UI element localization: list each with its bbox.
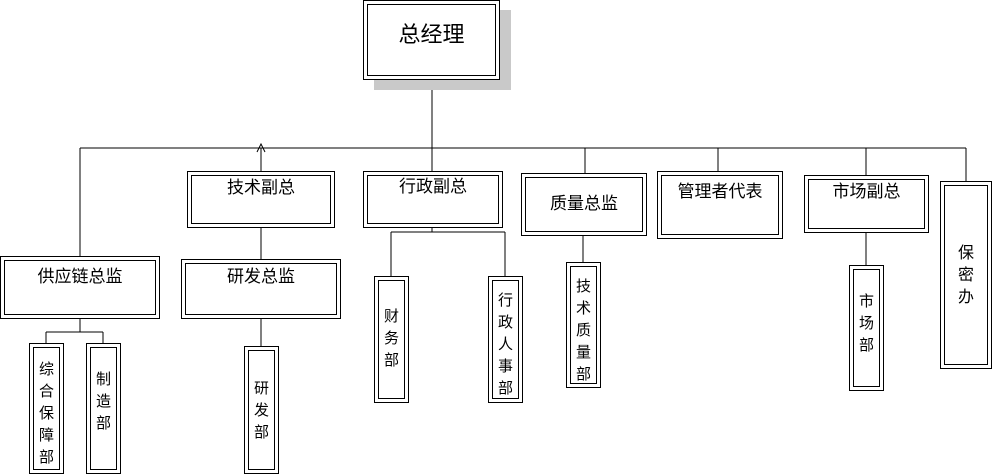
supply-chain-director-box: 供应链总监 <box>0 256 160 319</box>
security-office-label: 保密办 <box>958 243 975 306</box>
manufacturing-dept-label: 制造部 <box>95 370 111 432</box>
marketing-dept-box: 市场部 <box>849 265 884 391</box>
admin-vp-label: 行政副总 <box>399 177 467 197</box>
tech-quality-dept-box: 技术质量部 <box>566 262 601 388</box>
mgmt-rep-label: 管理者代表 <box>677 182 763 202</box>
admin-hr-dept-label: 行政人事部 <box>497 291 513 397</box>
rd-director-label: 研发总监 <box>227 267 295 287</box>
marketing-vp-box: 市场副总 <box>804 175 929 233</box>
supply-chain-director-label: 供应链总监 <box>37 267 123 287</box>
manufacturing-dept-box: 制造部 <box>86 343 121 474</box>
marketing-vp-label: 市场副总 <box>832 182 901 202</box>
security-office-box: 保密办 <box>940 181 992 369</box>
quality-director-box: 质量总监 <box>521 173 647 236</box>
admin-hr-dept-box: 行政人事部 <box>488 276 523 403</box>
ceo-box: 总经理 <box>363 0 500 80</box>
finance-dept-label: 财务部 <box>383 307 399 369</box>
support-dept-label: 综合保障部 <box>38 360 54 466</box>
tech-vp-label: 技术副总 <box>227 178 295 198</box>
quality-director-label: 质量总监 <box>550 194 618 214</box>
marketing-dept-label: 市场部 <box>858 292 874 354</box>
finance-dept-box: 财务部 <box>374 276 409 403</box>
rd-director-box: 研发总监 <box>181 259 341 319</box>
rd-dept-box: 研发部 <box>244 346 279 474</box>
support-dept-box: 综合保障部 <box>29 343 64 474</box>
rd-dept-label: 研发部 <box>253 379 269 441</box>
tech-vp-box: 技术副总 <box>187 171 335 228</box>
tech-quality-dept-label: 技术质量部 <box>575 277 591 383</box>
mgmt-rep-box: 管理者代表 <box>657 171 783 239</box>
admin-vp-box: 行政副总 <box>363 171 503 228</box>
ceo-label: 总经理 <box>398 23 465 48</box>
